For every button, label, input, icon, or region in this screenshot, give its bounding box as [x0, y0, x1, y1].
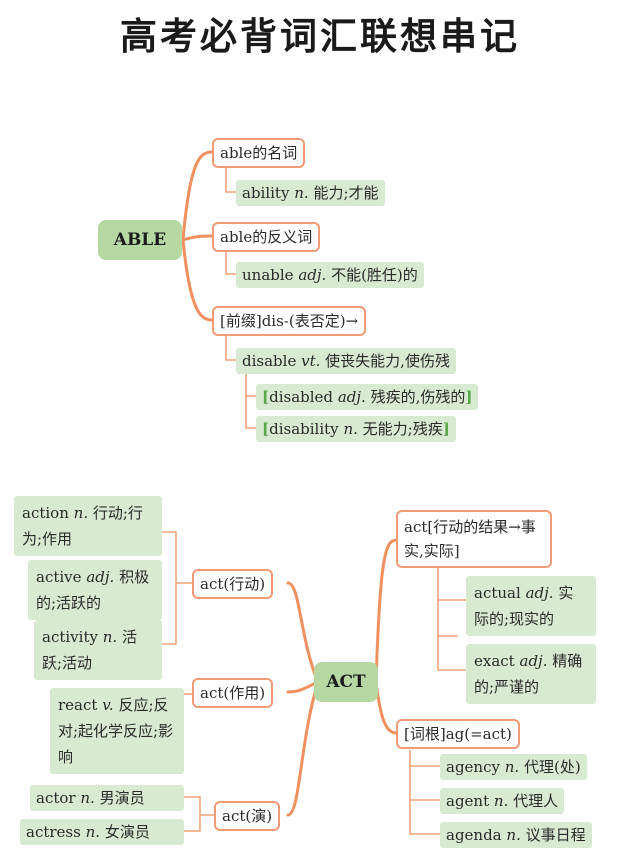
- actor-entry: actor n. 男演员: [30, 785, 184, 811]
- disabled-entry: [disabled adj. 残疾的,伤残的]: [256, 384, 479, 410]
- actor-definition: 男演员: [99, 789, 145, 807]
- connector-able-antonym: [181, 234, 214, 242]
- disability-definition: 无能力;残疾: [362, 420, 443, 438]
- active-definition: 积极的;活跃的: [36, 568, 150, 612]
- actress-word: actress: [26, 823, 81, 841]
- agenda-pos: n.: [506, 826, 521, 844]
- connector-disabled: [245, 372, 256, 397]
- connector-act-perform: [286, 680, 320, 817]
- page-title: 高考必背词汇联想串记: [120, 14, 520, 58]
- connector-actor-group: [184, 796, 214, 832]
- activity-definition: 活跃;活动: [42, 628, 137, 672]
- act-action-box: act(行动): [192, 569, 274, 599]
- actual-word: actual: [474, 584, 521, 602]
- connector-act-action: [286, 581, 320, 684]
- exact-definition: 精确的;严谨的: [474, 652, 583, 696]
- disability-word: disability: [269, 420, 339, 438]
- disable-definition: 使丧失能力,使伤残: [325, 352, 450, 370]
- active-pos: adj.: [86, 568, 115, 586]
- connector-act-result: [374, 538, 398, 684]
- unable-word: unable: [242, 266, 294, 284]
- disabled-pos: adj.: [337, 388, 366, 406]
- action-pos: n.: [73, 504, 89, 522]
- activity-word: activity: [42, 628, 98, 646]
- exact-entry: exact adj. 精确的;严谨的: [466, 644, 596, 704]
- connector-unable: [225, 252, 236, 275]
- unable-definition: 不能(胜任)的: [331, 266, 418, 284]
- react-definition: 反应;反对;起化学反应;影响: [58, 696, 174, 766]
- actor-pos: n.: [80, 789, 95, 807]
- disable-word: disable: [242, 352, 297, 370]
- activity-entry: activity n. 活跃;活动: [34, 620, 162, 680]
- actress-entry: actress n. 女演员: [20, 819, 184, 845]
- able-noun-box: able的名词: [212, 138, 306, 168]
- react-entry: react v. 反应;反对;起化学反应;影响: [50, 688, 184, 774]
- disability-bracket-close: ]: [442, 420, 450, 438]
- act-root: ACT: [314, 662, 378, 702]
- activity-pos: n.: [102, 628, 118, 646]
- disabled-bracket-close: ]: [465, 388, 473, 406]
- agent-entry: agent n. 代理人: [440, 788, 565, 814]
- act-effect-box: act(作用): [192, 678, 274, 708]
- agenda-word: agenda: [446, 826, 502, 844]
- actress-pos: n.: [85, 823, 101, 841]
- exact-word: exact: [474, 652, 515, 670]
- react-pos: v.: [102, 696, 114, 714]
- act-root-word-box: [词根]ag(=act): [396, 719, 520, 749]
- actual-entry: actual adj. 实际的;现实的: [466, 576, 596, 636]
- ability-word: ability: [242, 184, 290, 202]
- connector-action-group: [162, 531, 192, 645]
- agenda-entry: agenda n. 议事日程: [440, 822, 592, 848]
- disable-pos: vt.: [301, 352, 321, 370]
- ability-pos: n.: [294, 184, 309, 202]
- agency-entry: agency n. 代理(处): [440, 754, 587, 780]
- agent-definition: 代理人: [513, 792, 559, 810]
- actual-definition: 实际的;现实的: [474, 584, 574, 628]
- act-perform-box: act(演): [214, 801, 281, 831]
- agent-word: agent: [446, 792, 490, 810]
- agency-definition: 代理(处): [523, 758, 581, 776]
- able-prefix-box: [前缀]dis-(表否定)→: [212, 306, 367, 336]
- disability-pos: n.: [343, 420, 358, 438]
- able-antonym-box: able的反义词: [212, 222, 321, 252]
- connector-exact-link: [437, 636, 466, 671]
- disabled-definition: 残疾的,伤残的: [370, 388, 466, 406]
- react-word: react: [58, 696, 98, 714]
- ability-entry: ability n. 能力;才能: [236, 180, 385, 206]
- unable-entry: unable adj. 不能(胜任)的: [236, 262, 424, 288]
- agent-pos: n.: [493, 792, 509, 810]
- disability-entry: [disability n. 无能力;残疾]: [256, 416, 456, 442]
- connector-actual-group: [437, 566, 466, 637]
- exact-pos: adj.: [519, 652, 548, 670]
- connector-ability: [225, 168, 236, 193]
- connector-able-noun: [181, 150, 214, 242]
- action-entry: action n. 行动;行为;作用: [14, 496, 162, 556]
- actor-word: actor: [36, 789, 76, 807]
- unable-pos: adj.: [298, 266, 327, 284]
- agency-word: agency: [446, 758, 500, 776]
- disable-entry: disable vt. 使丧失能力,使伤残: [236, 348, 456, 374]
- actress-definition: 女演员: [104, 823, 150, 841]
- agenda-definition: 议事日程: [525, 826, 586, 844]
- disability-bracket-open: [: [262, 420, 270, 438]
- able-root: ABLE: [98, 220, 182, 260]
- disabled-bracket-open: [: [262, 388, 270, 406]
- ability-definition: 能力;才能: [313, 184, 379, 202]
- actual-pos: adj.: [525, 584, 554, 602]
- connector-act-root: [374, 680, 398, 735]
- active-entry: active adj. 积极的;活跃的: [28, 560, 162, 620]
- act-result-box: act[行动的结果→事实,实际]: [396, 510, 552, 568]
- connector-disable: [225, 336, 236, 361]
- connector-able-prefix: [181, 238, 214, 322]
- action-word: action: [22, 504, 69, 522]
- action-definition: 行动;行为;作用: [22, 504, 143, 548]
- agency-pos: n.: [504, 758, 520, 776]
- disabled-word: disabled: [269, 388, 334, 406]
- connector-disability: [245, 396, 256, 429]
- connector-agency-group: [409, 750, 440, 835]
- active-word: active: [36, 568, 82, 586]
